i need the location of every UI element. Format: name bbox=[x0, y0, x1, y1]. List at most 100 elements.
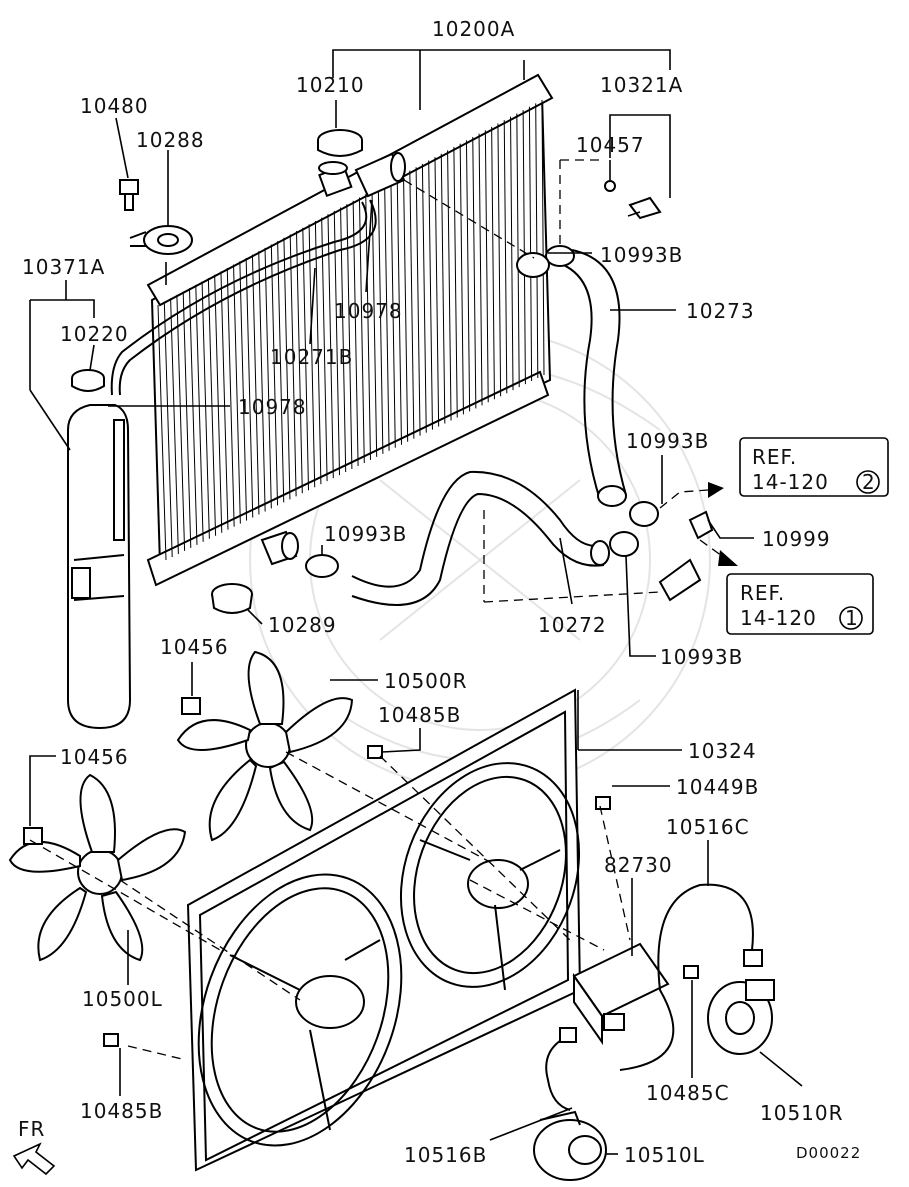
radiator-fin-line bbox=[390, 180, 396, 448]
label-10993B-right[interactable]: 10993B bbox=[626, 429, 709, 453]
label-10289[interactable]: 10289 bbox=[268, 613, 337, 637]
radiator-fin-line bbox=[157, 304, 167, 561]
label-10324[interactable]: 10324 bbox=[688, 739, 757, 763]
grommet-10289 bbox=[211, 583, 253, 614]
harness-10516B bbox=[545, 1027, 577, 1111]
label-10516C[interactable]: 10516C bbox=[666, 815, 750, 839]
radiator bbox=[146, 60, 554, 587]
radiator-fin-line bbox=[491, 126, 495, 400]
radiator-fin-line bbox=[415, 167, 421, 436]
radiator-fin-line bbox=[440, 153, 446, 424]
label-10978-top[interactable]: 10978 bbox=[334, 299, 403, 323]
radiator-fin-line bbox=[314, 220, 322, 485]
label-10456-top[interactable]: 10456 bbox=[160, 635, 229, 659]
radiator-fins bbox=[157, 99, 545, 561]
label-10485B-bottom[interactable]: 10485B bbox=[80, 1099, 163, 1123]
bracket-10999 bbox=[658, 510, 714, 602]
radiator-fin-line bbox=[289, 234, 297, 497]
motor-10510R bbox=[707, 979, 775, 1055]
label-10457[interactable]: 10457 bbox=[576, 133, 645, 157]
upper-hose bbox=[545, 245, 627, 507]
ref-box-1[interactable]: REF. 14-120 1 bbox=[726, 573, 874, 635]
label-10500R[interactable]: 10500R bbox=[384, 669, 468, 693]
hose-clamps bbox=[305, 252, 659, 578]
radiator-fin-line bbox=[516, 113, 520, 388]
radiator-fin-line bbox=[321, 217, 328, 482]
radiator-fin-line bbox=[277, 241, 285, 503]
harness-10516C bbox=[619, 883, 763, 1071]
radiator-fin-line bbox=[510, 116, 514, 391]
label-10273[interactable]: 10273 bbox=[686, 299, 755, 323]
label-10272[interactable]: 10272 bbox=[538, 613, 607, 637]
radiator-fin-line bbox=[251, 254, 260, 515]
drain-plug-parts bbox=[604, 180, 662, 220]
motor-10510L bbox=[533, 1110, 607, 1181]
label-10449B[interactable]: 10449B bbox=[676, 775, 759, 799]
radiator-fin-line bbox=[371, 190, 378, 457]
radiator-fin-line bbox=[195, 284, 204, 542]
diagram-code: D00022 bbox=[796, 1144, 861, 1162]
radiator-fin-line bbox=[541, 99, 545, 376]
radiator-fin-line bbox=[484, 130, 489, 403]
radiator-fin-line bbox=[270, 244, 279, 506]
radiator-fin-line bbox=[522, 110, 526, 385]
radiator-fin-line bbox=[377, 187, 384, 454]
label-10978-mid[interactable]: 10978 bbox=[238, 395, 307, 419]
label-10220[interactable]: 10220 bbox=[60, 322, 129, 346]
label-10371A[interactable]: 10371A bbox=[22, 255, 105, 279]
label-10999[interactable]: 10999 bbox=[762, 527, 831, 551]
radiator-fin-line bbox=[302, 227, 310, 491]
radiator-fin-line bbox=[396, 177, 402, 445]
radiator-fin-line bbox=[409, 170, 415, 439]
label-10993B-low[interactable]: 10993B bbox=[660, 645, 743, 669]
leader-lines bbox=[29, 49, 803, 1155]
radiator-fin-line bbox=[239, 261, 248, 521]
radiator-fin-line bbox=[428, 160, 433, 430]
label-10271B[interactable]: 10271B bbox=[270, 345, 353, 369]
label-10485C[interactable]: 10485C bbox=[646, 1081, 730, 1105]
bolt-10480 bbox=[119, 179, 139, 211]
fan-10500R bbox=[176, 650, 354, 842]
radiator-fin-line bbox=[478, 133, 483, 406]
ref-1-label: REF. bbox=[740, 581, 785, 605]
label-10510L[interactable]: 10510L bbox=[624, 1143, 705, 1167]
ref-1-arrow bbox=[718, 550, 738, 566]
radiator-fin-line bbox=[528, 106, 533, 382]
lower-hose bbox=[351, 470, 610, 606]
radiator-fin-line bbox=[333, 210, 341, 476]
label-10500L[interactable]: 10500L bbox=[82, 987, 163, 1011]
radiator-fin-line bbox=[434, 157, 440, 427]
label-10510R[interactable]: 10510R bbox=[760, 1101, 844, 1125]
radiator-fin-line bbox=[264, 247, 272, 509]
radiator-fin-line bbox=[447, 150, 452, 421]
fasteners bbox=[23, 697, 699, 1047]
fr-label: FR bbox=[18, 1117, 45, 1141]
front-direction-marker: FR bbox=[12, 1117, 56, 1176]
ref-2-label: REF. bbox=[752, 445, 797, 469]
ref-2-page: 14-120 bbox=[752, 470, 829, 494]
label-10516B[interactable]: 10516B bbox=[404, 1143, 487, 1167]
radiator-fin-line bbox=[352, 200, 359, 466]
label-10485B-top[interactable]: 10485B bbox=[378, 703, 461, 727]
radiator-fin-line bbox=[453, 147, 458, 418]
radiator-fin-line bbox=[233, 264, 241, 524]
label-10480[interactable]: 10480 bbox=[80, 94, 149, 118]
label-10993B-mid[interactable]: 10993B bbox=[324, 522, 407, 546]
label-10993B-top[interactable]: 10993B bbox=[600, 243, 683, 267]
radiator-fin-line bbox=[220, 271, 229, 530]
radiator-cap bbox=[317, 129, 363, 157]
label-10321A[interactable]: 10321A bbox=[600, 73, 683, 97]
label-10200A[interactable]: 10200A bbox=[432, 17, 515, 41]
radiator-fin-line bbox=[465, 140, 471, 412]
label-82730[interactable]: 82730 bbox=[604, 853, 673, 877]
radiator-fin-line bbox=[214, 274, 223, 533]
radiator-fin-line bbox=[308, 224, 316, 488]
ref-box-2[interactable]: REF. 14-120 2 bbox=[739, 437, 889, 497]
label-10210[interactable]: 10210 bbox=[296, 73, 365, 97]
radiator-fin-line bbox=[283, 237, 291, 500]
label-10456-left[interactable]: 10456 bbox=[60, 745, 129, 769]
reservoir-cap bbox=[71, 369, 105, 392]
label-10288[interactable]: 10288 bbox=[136, 128, 205, 152]
radiator-fin-line bbox=[472, 136, 477, 409]
